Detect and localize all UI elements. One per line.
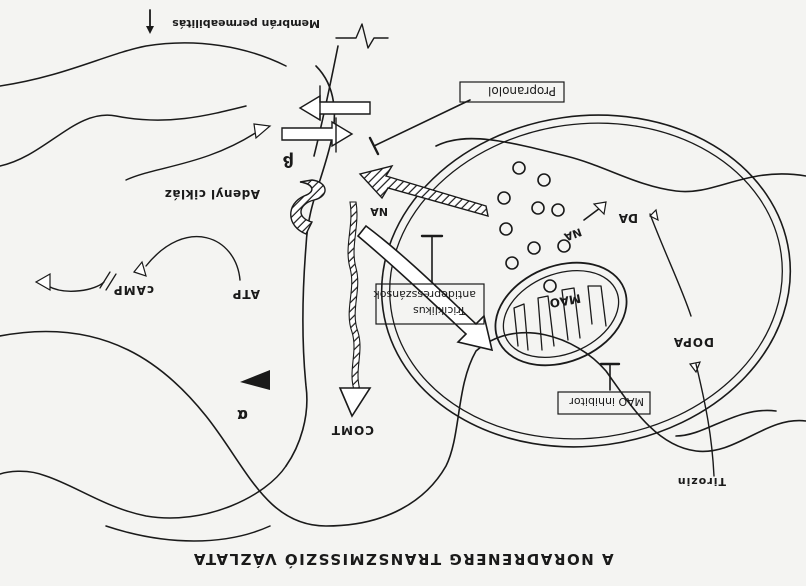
atp-camp-pathway: ATP cAMP bbox=[36, 237, 260, 301]
alpha-receptor: α bbox=[237, 370, 270, 425]
propranolol-blocker: Propranolol bbox=[370, 82, 564, 154]
tricyclic-label-line2: antidepresszánsok bbox=[373, 288, 476, 301]
da-label: DA bbox=[618, 211, 638, 225]
adenyl-cyclase-label: Adenyl cikláz bbox=[164, 187, 260, 201]
na-release-arrow bbox=[358, 226, 492, 350]
membrane-permeability-label: Membrán permeabilitás bbox=[172, 17, 320, 30]
comt-label: COMT bbox=[331, 423, 374, 437]
dopa-label: DOPA bbox=[673, 335, 714, 349]
mao-inhibitor-blocker: MAO inhibitor bbox=[558, 364, 650, 414]
figure-title: A NORADRENERG TRANSZMISSZIÓ VÁZLATA bbox=[192, 550, 613, 569]
cleft-na-label: NA bbox=[370, 205, 388, 218]
alpha-label: α bbox=[237, 406, 248, 425]
tyrosine-label: Tirozin bbox=[677, 475, 726, 488]
mao-inhibitor-label: MAO inhibitor bbox=[569, 395, 644, 408]
propranolol-label: Propranolol bbox=[488, 84, 556, 98]
permeability-arrows bbox=[282, 86, 370, 152]
atp-label: ATP bbox=[232, 287, 260, 301]
presynaptic-terminal bbox=[0, 89, 806, 526]
camp-label: cAMP bbox=[113, 283, 154, 297]
tricyclic-label-line1: Triciklikus bbox=[413, 304, 467, 317]
beta-receptor: β bbox=[283, 152, 325, 234]
beta-label: β bbox=[283, 152, 294, 171]
